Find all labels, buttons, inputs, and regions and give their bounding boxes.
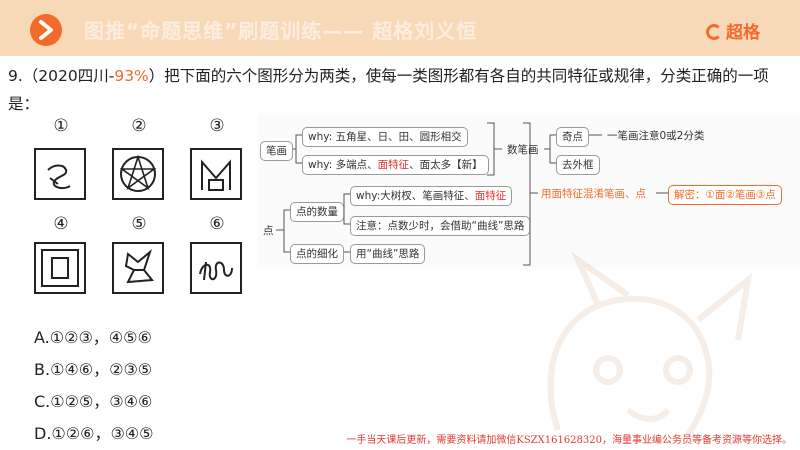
point-why-highlight: 面特征	[474, 190, 507, 202]
figure-6	[190, 242, 242, 294]
brand-logo: 超格	[706, 18, 760, 43]
figure-4	[34, 242, 86, 294]
node-answer: 解密：①面②笔画③点	[668, 185, 782, 205]
banner-title: 图推“命题思维”刷题训练—— 超格刘义恒	[84, 19, 478, 43]
node-point-count-note: 注意：点数少时，会借助“曲线”思路	[350, 216, 531, 236]
stroke-why2-highlight: 面特征	[377, 159, 410, 171]
node-confuse: 用面特征混淆笔画、点	[541, 188, 646, 200]
mind-map-connectors	[276, 122, 668, 266]
mind-map: 笔画 why: 五角星、日、田、圆形相交 why: 多端点、面特征、面太多【新】…	[258, 115, 800, 267]
node-stroke-why2: why: 多端点、面特征、面太多【新】	[302, 155, 489, 175]
node-point-refine-text: 用“曲线”思路	[350, 244, 426, 264]
node-remove-frame: 去外框	[556, 155, 600, 175]
figure-label-4: ④	[53, 214, 69, 234]
option-d[interactable]: D.①②⑥，③④⑤	[34, 424, 154, 443]
figure-5	[112, 242, 164, 294]
option-c[interactable]: C.①②⑤，③④⑥	[34, 392, 153, 411]
answer-options: A.①②③，④⑤⑥ B.①④⑥，②③⑤ C.①②⑤，③④⑥ D.①②⑥，③④⑤	[34, 322, 153, 450]
node-odd-rule: 一笔画注意0或2分类	[607, 130, 705, 142]
node-point-count-why: why:大树杈、笔画特征、面特征	[350, 186, 513, 206]
figure-label-6: ⑥	[209, 214, 225, 234]
node-point-refine: 点的细化	[290, 244, 344, 264]
play-arrow-icon	[30, 14, 62, 46]
node-point: 点	[263, 225, 274, 237]
question-prefix: 9.（2020四川-	[8, 67, 115, 85]
figure-2	[112, 148, 164, 200]
mascot-watermark-icon	[547, 251, 753, 437]
figure-panel: ① ② ③ ④ ⑤ ⑥	[24, 116, 256, 312]
point-why-text: why:大树杈、笔画特征、	[356, 190, 475, 202]
stroke-why2-text-a: why: 多端点、	[308, 159, 378, 171]
node-stroke-why1: why: 五角星、日、田、圆形相交	[302, 127, 468, 147]
node-stroke: 笔画	[260, 141, 293, 161]
figure-label-1: ①	[53, 116, 69, 136]
figure-1	[34, 148, 86, 200]
node-odd-point: 奇点	[556, 127, 589, 147]
question-body: ）把下面的六个图形分为两类，使每一类图形都有各自的共同特征或规律，分类正确的一项…	[8, 67, 769, 113]
figure-label-3: ③	[209, 116, 225, 136]
option-b[interactable]: B.①④⑥，②③⑤	[34, 360, 153, 379]
node-point-count: 点的数量	[290, 202, 344, 222]
brand-logo-icon	[706, 24, 722, 40]
header-banner: 图推“命题思维”刷题训练—— 超格刘义恒 超格	[0, 0, 800, 56]
figure-label-5: ⑤	[131, 214, 147, 234]
option-a[interactable]: A.①②③，④⑤⑥	[34, 328, 152, 347]
node-count-strokes: 数笔画	[507, 144, 539, 156]
footer-notice: 一手当天课后更新，需要资料请加微信KSZX161628320，海量事业编公务员等…	[346, 435, 792, 446]
accuracy-percent: 93%	[114, 67, 149, 85]
question-text: 9.（2020四川-93%）把下面的六个图形分为两类，使每一类图形都有各自的共同…	[8, 62, 796, 118]
figure-label-2: ②	[131, 116, 147, 136]
brand-logo-text: 超格	[726, 23, 760, 43]
figure-3	[190, 148, 242, 200]
stroke-why2-text-b: 、面太多【新】	[409, 159, 483, 171]
